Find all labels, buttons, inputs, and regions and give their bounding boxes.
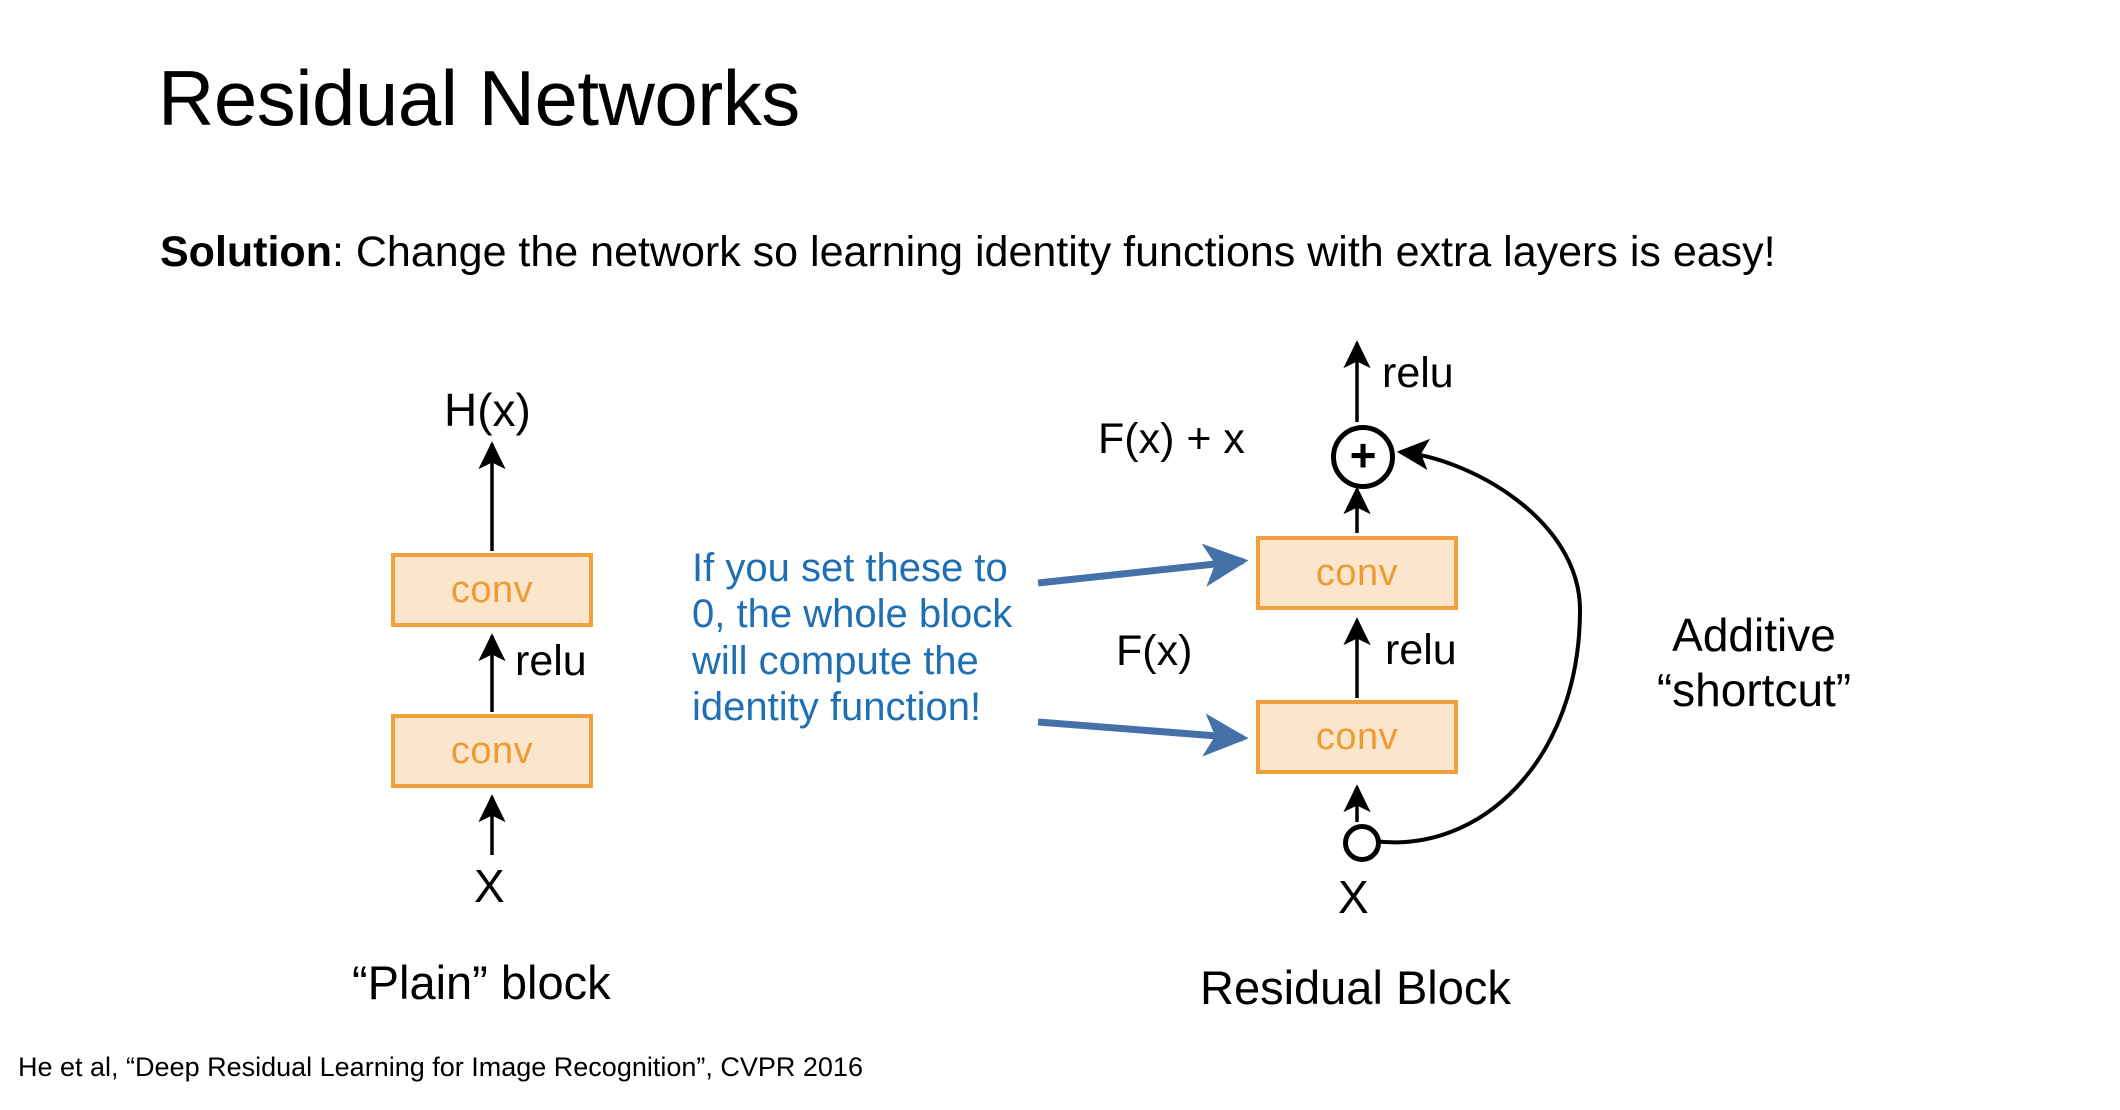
residual-conv-bottom-box[interactable]: conv [1256, 700, 1458, 774]
page-title: Residual Networks [158, 54, 800, 142]
residual-fx-label: F(x) [1116, 627, 1193, 675]
shortcut-annotation-line2: “shortcut” [1656, 663, 1852, 716]
plain-block-caption: “Plain” block [352, 956, 611, 1009]
residual-conv-top-label: conv [1315, 551, 1399, 594]
residual-conv-bottom-label: conv [1315, 715, 1399, 758]
plus-icon: + [1349, 429, 1377, 481]
plain-relu-label: relu [515, 637, 587, 685]
annotation-arrow-top [1037, 543, 1249, 587]
residual-input-label: X [1338, 871, 1369, 923]
residual-relu-top-label: relu [1382, 349, 1454, 397]
shortcut-annotation: Additive “shortcut” [1614, 610, 1894, 715]
plain-conv-top-label: conv [450, 568, 534, 611]
plain-conv-bottom-label: conv [450, 729, 534, 772]
shortcut-annotation-line1: Additive [1672, 609, 1836, 661]
residual-block-caption: Residual Block [1200, 961, 1511, 1014]
plain-input-label: X [474, 860, 505, 912]
sum-node[interactable]: + [1331, 425, 1395, 489]
residual-conv-top-box[interactable]: conv [1256, 536, 1458, 610]
residual-relu-mid-label: relu [1385, 626, 1457, 674]
plain-conv-top-box[interactable]: conv [391, 553, 593, 627]
residual-sum-label: F(x) + x [1098, 415, 1245, 463]
annotation-text: If you set these to 0, the whole block w… [692, 546, 1013, 730]
plain-conv-bottom-box[interactable]: conv [391, 714, 593, 788]
shortcut-junction-node[interactable] [1343, 824, 1381, 862]
annotation-arrow-bottom [1037, 713, 1249, 757]
subtitle-bold-lead: Solution [160, 228, 332, 276]
plain-output-label: H(x) [444, 384, 531, 436]
subtitle-rest: : Change the network so learning identit… [331, 228, 1776, 276]
subtitle-line: Solution: Change the network so learning… [160, 228, 1776, 277]
citation-footer: He et al, “Deep Residual Learning for Im… [18, 1052, 863, 1082]
